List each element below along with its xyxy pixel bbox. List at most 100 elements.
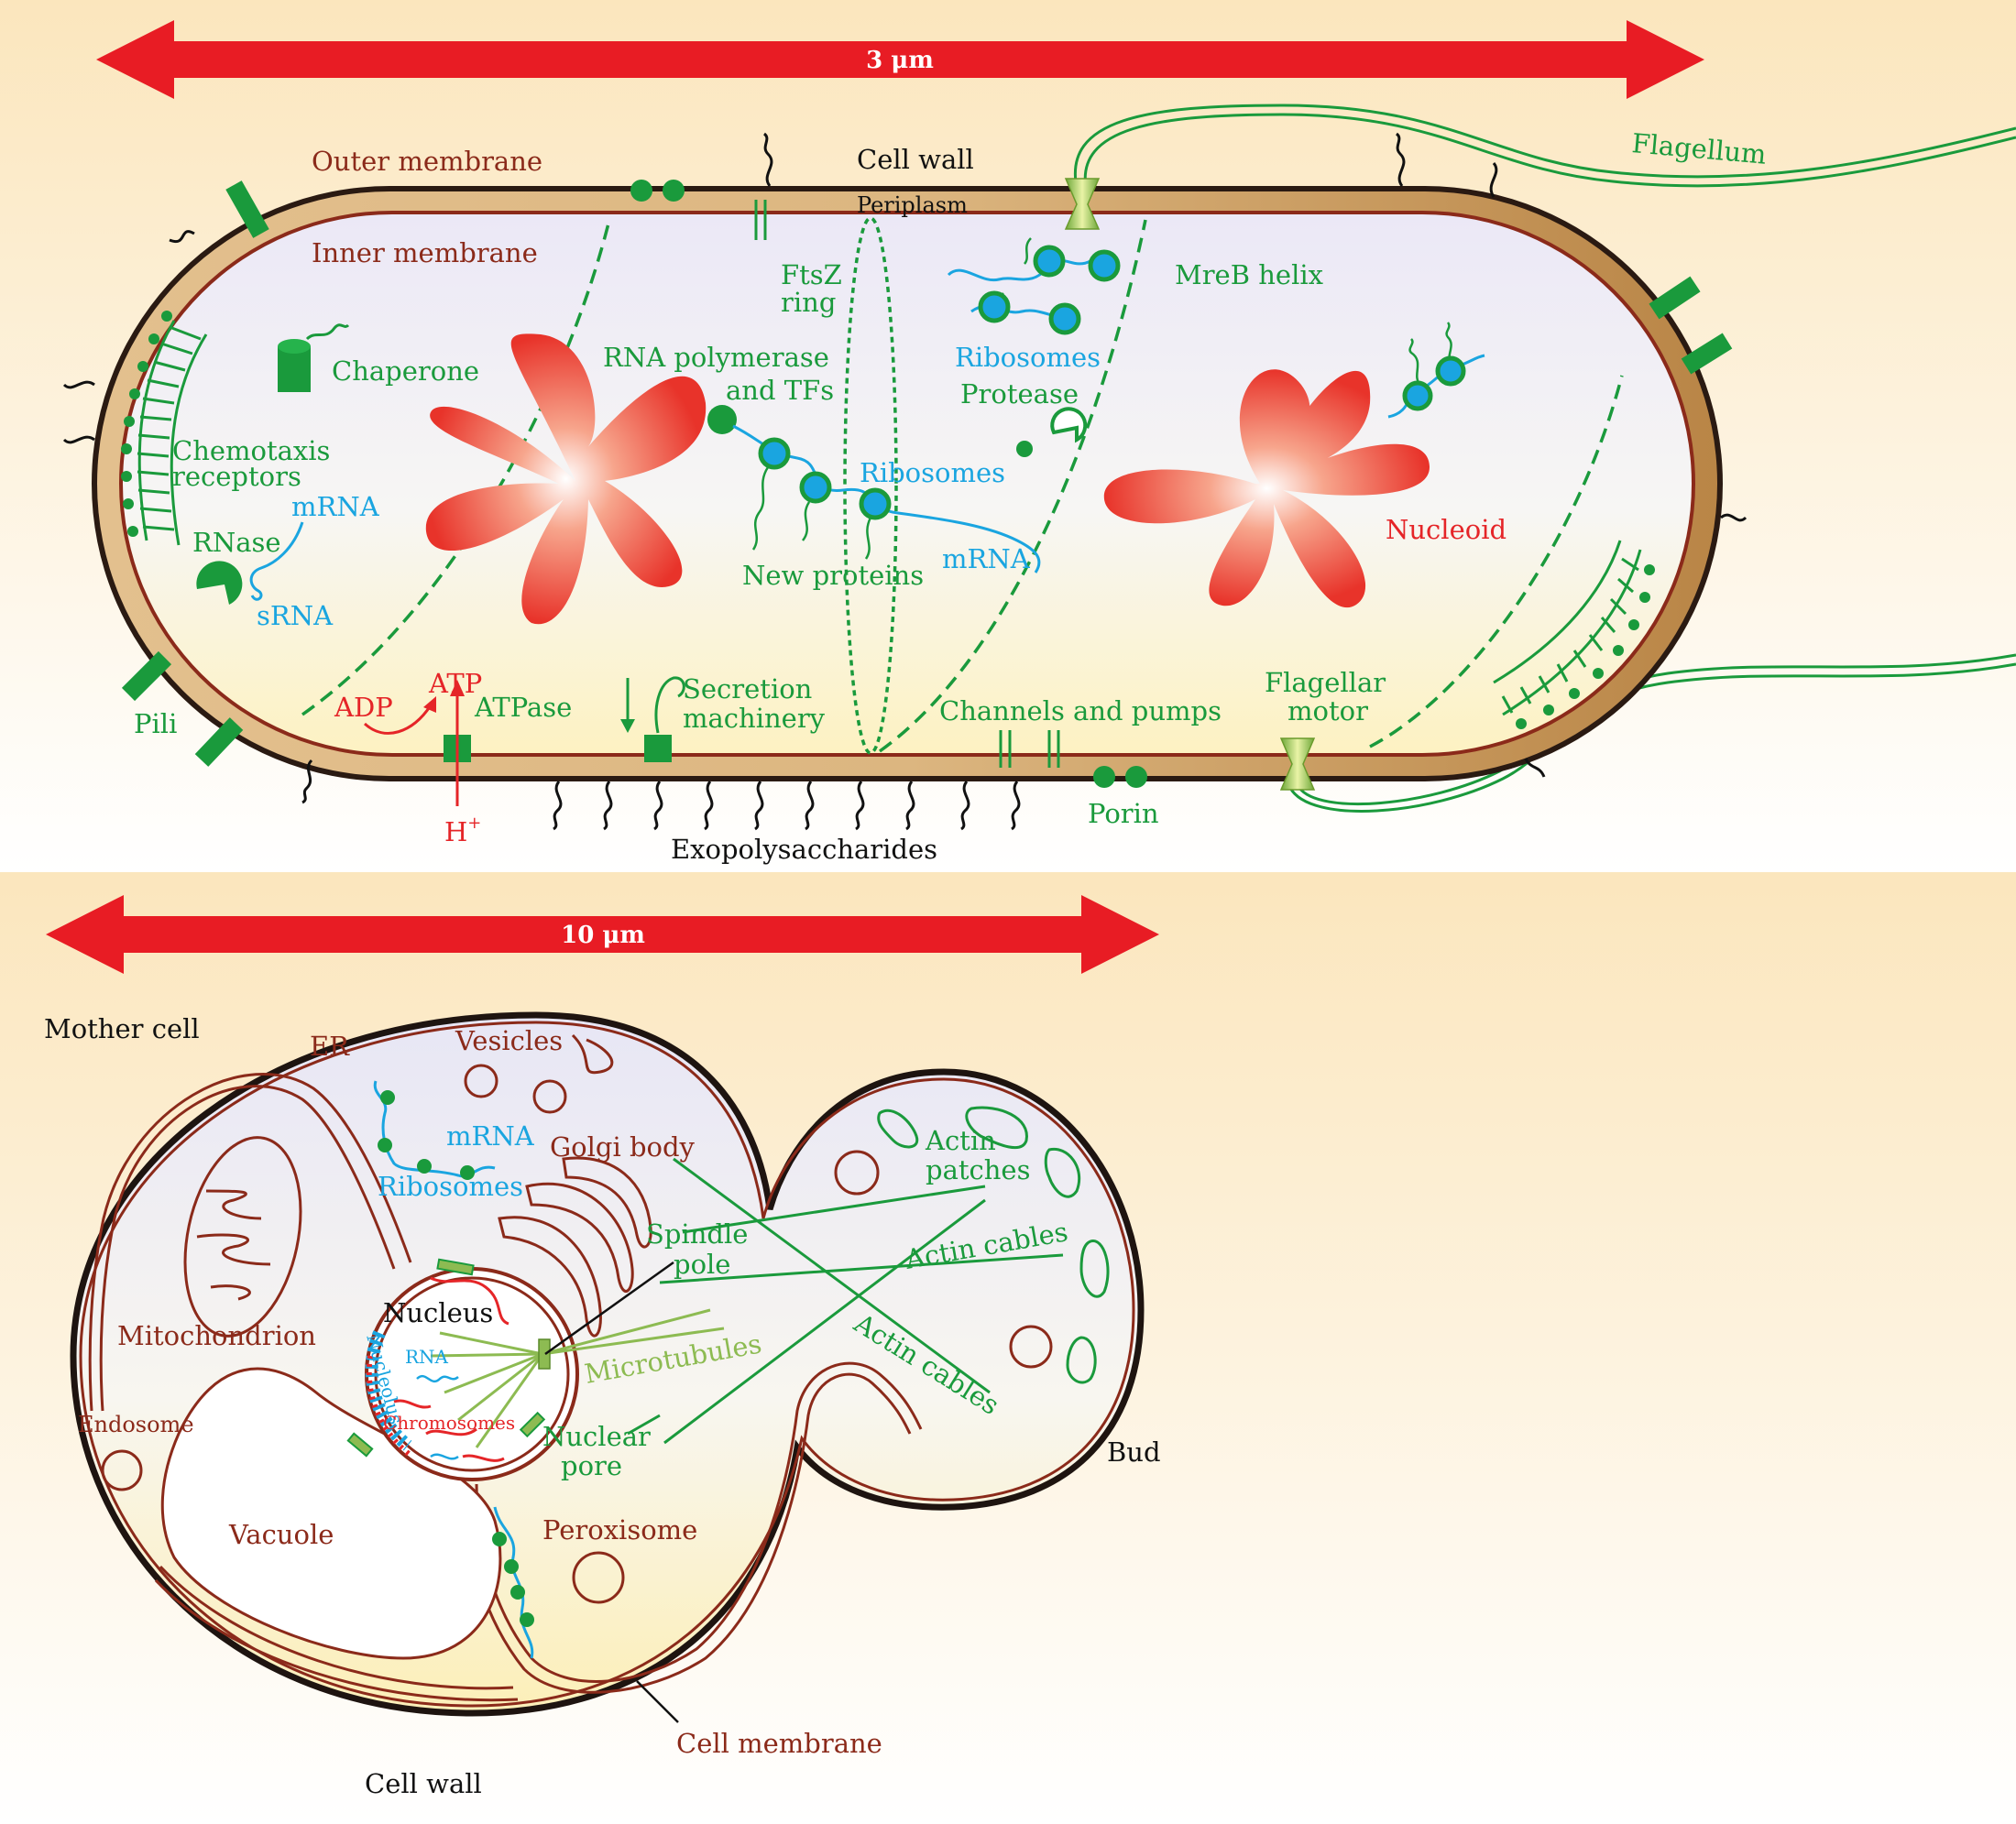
label-atp: ATP (428, 668, 482, 699)
vesicles (101, 1033, 614, 1491)
label-flagellar-motor-1: Flagellar (1265, 667, 1386, 698)
label-actin-patches-1: Actin (925, 1125, 996, 1156)
label-rnase: RNase (192, 527, 281, 558)
label-chemotaxis-2: receptors (172, 461, 301, 492)
label-channels-and-pumps: Channels and pumps (939, 695, 1222, 726)
label-ribosomes-mid: Ribosomes (860, 457, 1005, 488)
label-peroxisome: Peroxisome (542, 1514, 697, 1545)
label-chemotaxis-1: Chemotaxis (172, 435, 330, 466)
label-new-proteins: New proteins (742, 560, 924, 591)
nuclear-pores (346, 1258, 546, 1458)
scale-label-3um: 3 μm (866, 47, 934, 74)
label-adp: ADP (334, 692, 393, 723)
new-proteins-strands (751, 466, 872, 560)
periplasm-channel-top (754, 200, 767, 240)
label-chaperone: Chaperone (332, 355, 479, 387)
nuclear-pore-leader-line (627, 1414, 661, 1436)
pili (121, 180, 1733, 767)
label-porin: Porin (1088, 798, 1159, 829)
rna-polymerase-icon (707, 405, 737, 434)
label-exopolysaccharides: Exopolysaccharides (671, 834, 937, 865)
label-outer-membrane: Outer membrane (312, 146, 542, 177)
porin-bottom (1093, 766, 1147, 788)
chaperone-icon (278, 323, 350, 392)
nucleoid-left (425, 333, 707, 625)
actin-patches (877, 1106, 1110, 1384)
exopolysaccharides (62, 132, 1748, 831)
label-golgi-body: Golgi body (550, 1131, 696, 1163)
label-vesicles: Vesicles (455, 1025, 563, 1056)
label-vacuole: Vacuole (228, 1519, 334, 1550)
label-mrna-left: mRNA (291, 491, 380, 522)
ftsz-ring (843, 216, 898, 755)
proton-arrow (363, 680, 465, 806)
rnase-icon (196, 561, 243, 605)
chemotaxis-receptors-left (121, 311, 208, 546)
label-mrna-yeast: mRNA (446, 1120, 535, 1152)
label-periplasm: Periplasm (857, 192, 968, 218)
label-pili: Pili (134, 708, 177, 739)
channels-and-pumps (999, 730, 1060, 768)
ribosome-cluster-right (1387, 322, 1485, 419)
label-secretion-1: Secretion (683, 673, 812, 704)
label-chromosomes: Chromosomes (383, 1412, 515, 1434)
label-nuclear-pore-2: pore (561, 1450, 622, 1481)
label-mitochondrion: Mitochondrion (117, 1320, 316, 1351)
flagellum-pore-top (1064, 178, 1101, 230)
chemotaxis-receptors-right (1493, 540, 1655, 729)
label-nucleus: Nucleus (383, 1297, 493, 1328)
cell-membrane-leader-line (636, 1680, 679, 1723)
label-nuclear-pore-1: Nuclear (542, 1421, 651, 1452)
label-mother-cell: Mother cell (44, 1013, 200, 1044)
label-h-plus: H+ (444, 814, 481, 847)
bud-organelles (572, 1150, 1053, 1604)
mrna-strand-left (249, 521, 304, 601)
chromosomes (393, 1276, 509, 1462)
nucleoid-right (1103, 369, 1430, 608)
label-nucleoid: Nucleoid (1386, 514, 1507, 545)
golgi-body (498, 1156, 652, 1338)
er-ribosomes-top (373, 1080, 496, 1180)
label-nuclear-rna: RNA (405, 1346, 449, 1368)
label-cell-wall-yeast: Cell wall (365, 1768, 482, 1799)
yeast-cell-membrane (79, 1021, 1135, 1708)
endoplasmic-reticulum (88, 1073, 923, 1702)
scale-arrow-10um (46, 895, 1159, 974)
secretion-machinery-icon (620, 676, 685, 762)
porin-top (630, 180, 685, 202)
label-cell-wall: Cell wall (857, 144, 974, 175)
label-rna-polymerase-1: RNA polymerase (603, 342, 829, 373)
label-mrna-mid: mRNA (942, 543, 1031, 574)
label-ribosomes-top: Ribosomes (955, 342, 1101, 373)
nucleolus (365, 1330, 414, 1459)
label-actin-patches-2: patches (926, 1154, 1030, 1185)
label-spindle-pole-1: Spindle (646, 1218, 748, 1250)
nuclear-rna (416, 1374, 459, 1460)
vacuole (160, 1367, 502, 1660)
label-ftsz-2: ring (781, 287, 836, 318)
protease-icon (1016, 407, 1088, 457)
ribosome-chain-mid (758, 437, 892, 520)
label-bud: Bud (1107, 1436, 1161, 1468)
label-spindle-pole-2: pole (674, 1249, 730, 1280)
actin-cables (659, 1157, 1064, 1445)
label-secretion-2: machinery (683, 703, 826, 734)
label-protease: Protease (960, 378, 1079, 410)
label-atpase: ATPase (474, 692, 572, 723)
label-ftsz-1: FtsZ (781, 259, 842, 290)
label-srna: sRNA (257, 600, 334, 631)
mitochondrion (183, 1136, 302, 1338)
label-rna-polymerase-2: and TFs (726, 375, 834, 406)
label-mreb-helix: MreB helix (1175, 259, 1323, 290)
flagellar-motor (1279, 737, 1316, 791)
label-endosome: Endosome (78, 1412, 194, 1437)
label-er: ER (310, 1031, 350, 1062)
nucleus-leader-line (544, 1261, 674, 1356)
microtubules (430, 1308, 725, 1448)
scale-arrow-3um (96, 20, 1704, 99)
label-ribosomes-yeast: Ribosomes (378, 1171, 523, 1202)
er-ribosomes-bottom (492, 1506, 534, 1659)
scale-label-10um: 10 μm (561, 922, 645, 949)
